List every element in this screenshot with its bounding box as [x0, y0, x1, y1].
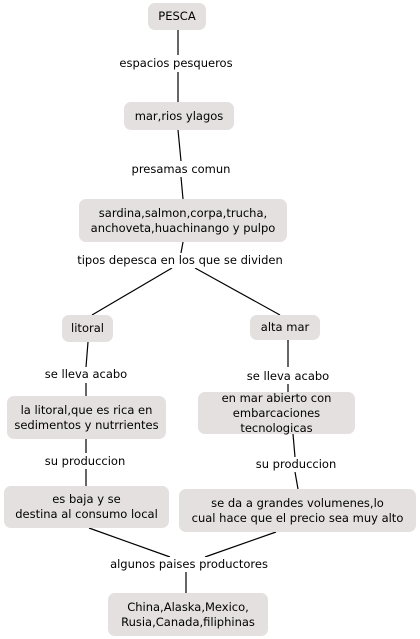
node-litoral-desc-line1: la litoral,que es rica en — [20, 402, 153, 417]
link-presamas-especies — [180, 176, 184, 200]
node-altamar-prod: se da a grandes volumenes,lo cual hace q… — [179, 489, 416, 532]
node-litoral-desc: la litoral,que es rica en sedimentos y n… — [7, 396, 166, 439]
node-especies: sardina,salmon,corpa,trucha, anchoveta,h… — [79, 199, 287, 242]
node-mar-text: mar,rios ylagos — [134, 108, 224, 123]
label-produccion-litoral: su produccion — [42, 454, 128, 469]
link-mar-presamas — [177, 129, 182, 162]
link-altamarprod-paises — [204, 531, 277, 558]
node-pesca: PESCA — [148, 3, 206, 30]
link-litoralprod-paises — [88, 527, 171, 558]
link-litoral-lleva — [85, 341, 89, 368]
node-litoral-text: litoral — [71, 321, 104, 335]
node-paises-line2: Rusia,Canada,filiphinas — [121, 614, 255, 629]
node-altamar-desc-line1: en mar abierto con — [221, 390, 332, 405]
node-alta-mar: alta mar — [250, 315, 320, 340]
link-tipos-altamar — [194, 267, 281, 316]
label-produccion-altamar: su produccion — [253, 457, 339, 472]
label-espacios-pesqueros: espacios pesqueros — [117, 56, 235, 71]
link-altamardesc-prod — [292, 433, 296, 458]
node-altamar-text: alta mar — [260, 320, 310, 334]
node-especies-line1: sardina,salmon,corpa,trucha, — [98, 205, 268, 220]
node-litoral-prod-line2: destina al consumo local — [15, 507, 158, 521]
node-paises-line1: China,Alaska,Mexico, — [127, 599, 249, 614]
label-tipos-de-pesca: tipos depesca en los que se dividen — [75, 253, 285, 268]
node-litoral: litoral — [62, 315, 113, 342]
link-especies-tipos — [180, 241, 184, 254]
link-tipos-litoral — [91, 267, 173, 316]
node-altamar-prod-line2: cual hace que el precio sea muy alto — [191, 510, 404, 525]
node-altamar-desc-line2: embarcaciones tecnologicas — [232, 405, 321, 435]
label-paises-productores: algunos paises productores — [108, 557, 270, 572]
node-altamar-desc: en mar abierto con embarcaciones tecnolo… — [198, 390, 355, 435]
label-lleva-acabo-altamar: se lleva acabo — [244, 369, 332, 384]
node-mar-rios-lagos: mar,rios ylagos — [124, 102, 234, 130]
node-paises: China,Alaska,Mexico, Rusia,Canada,filiph… — [108, 593, 268, 636]
node-litoral-desc-line2: sedimentos y nutrrientes — [14, 417, 159, 432]
node-pesca-text: PESCA — [158, 9, 196, 23]
label-presamas-comun: presamas comun — [129, 162, 233, 177]
node-especies-line2: anchoveta,huachinango y pulpo — [90, 220, 276, 235]
node-litoral-prod: es baja y se destina al consumo local — [4, 486, 169, 528]
node-altamar-prod-line1: se da a grandes volumenes,lo — [211, 495, 384, 510]
node-litoral-prod-line1: es baja y se — [52, 492, 121, 506]
link-prod-altamarprod — [294, 471, 299, 490]
label-lleva-acabo-litoral: se lleva acabo — [42, 367, 130, 382]
